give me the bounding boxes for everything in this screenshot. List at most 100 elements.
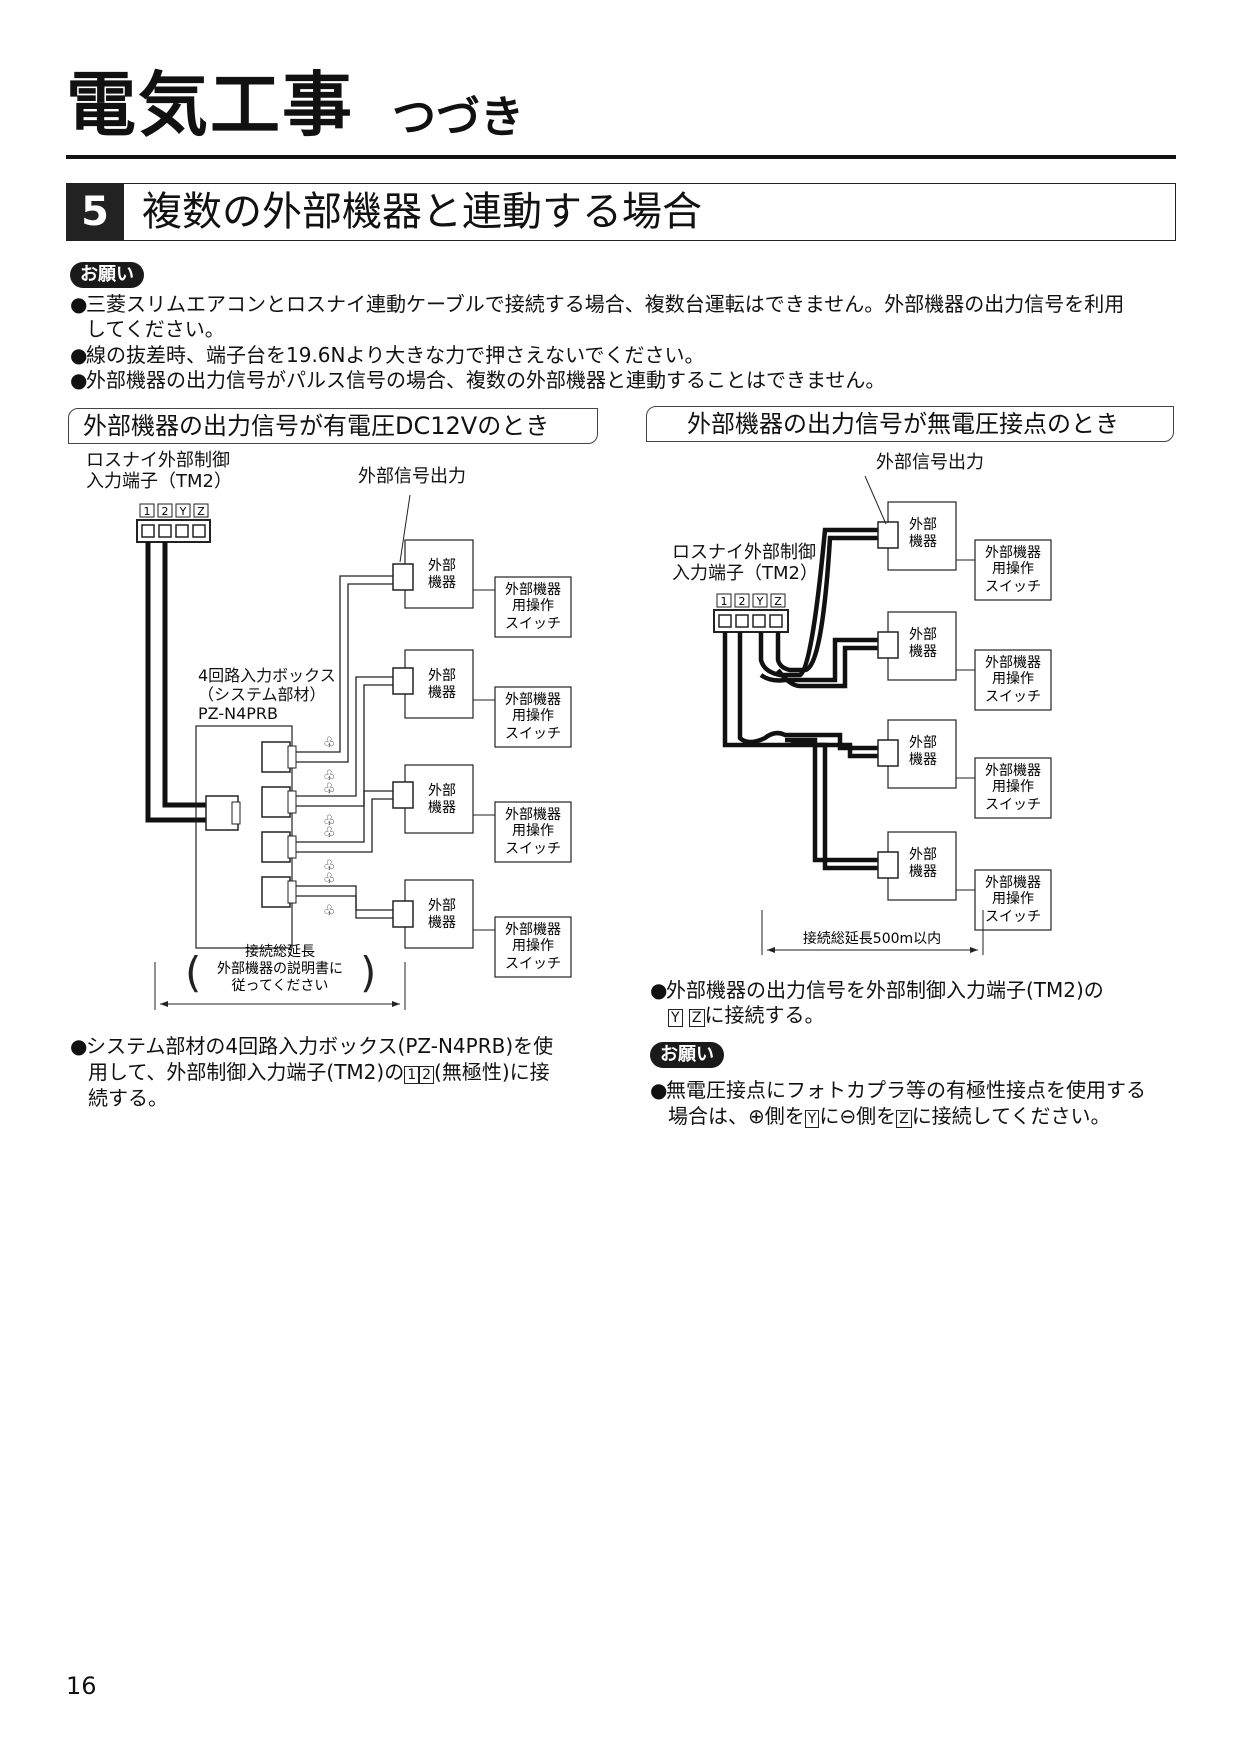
notice-item-continued: してください。 [86, 317, 225, 341]
svg-text:外部機器: 外部機器 [985, 763, 1041, 779]
svg-text:外部機器: 外部機器 [505, 807, 561, 823]
pin-1-box: 1 [404, 1066, 420, 1084]
svg-text:♧: ♧ [323, 781, 336, 797]
section-number: 5 [66, 183, 124, 241]
bullet-icon: ● [70, 292, 88, 316]
left-note: ●システム部材の4回路入力ボックス(PZ-N4PRB)を使 [70, 1034, 554, 1058]
svg-text:スイッチ: スイッチ [985, 797, 1041, 813]
svg-text:(: ( [185, 948, 201, 997]
length-label: 従ってください [232, 978, 329, 994]
length-label: 接続総延長 [245, 943, 315, 960]
left-terminal-label: ロスナイ外部制御 [86, 450, 230, 471]
pin-y-box: Y [668, 1009, 683, 1027]
pin-z-box: Z [688, 1009, 705, 1027]
svg-text:2: 2 [739, 595, 746, 608]
svg-text:外部: 外部 [428, 783, 456, 799]
left-wiring-diagram: 1 2 Y Z ♧ ♧ ♧ ♧ ♧ ♧ ♧ ♧ [136, 494, 572, 1010]
svg-text:1: 1 [721, 595, 728, 608]
svg-text:外部: 外部 [909, 847, 937, 863]
bullet-icon: ● [70, 343, 88, 367]
svg-text:機器: 機器 [909, 752, 937, 768]
left-switch-3: 外部機器 用操作 スイッチ [494, 801, 572, 863]
svg-text:): ) [360, 948, 376, 997]
input-box-label: （システム部材） [198, 685, 326, 704]
right-caution: ●無電圧接点にフォトカプラ等の有極性接点を使用する [650, 1078, 1146, 1102]
plus-symbol: ⊕ [748, 1104, 765, 1128]
notice-badge: お願い [70, 262, 144, 288]
left-terminal-block: 1 2 Y Z [136, 503, 211, 543]
svg-text:スイッチ: スイッチ [985, 689, 1041, 705]
svg-text:♧: ♧ [323, 858, 336, 874]
svg-text:外部機器: 外部機器 [985, 875, 1041, 891]
bullet-icon: ● [70, 1034, 88, 1058]
right-terminal-label: 入力端子（TM2） [672, 563, 818, 584]
section-title: 複数の外部機器と連動する場合 [142, 189, 702, 235]
terminal-pin-label: Y [179, 505, 187, 518]
left-switch-4: 外部機器 用操作 スイッチ [494, 916, 572, 978]
svg-text:スイッチ: スイッチ [985, 909, 1041, 925]
svg-text:用操作: 用操作 [512, 708, 554, 724]
svg-text:外部: 外部 [428, 668, 456, 684]
right-panel-heading: 外部機器の出力信号が無電圧接点のとき [646, 406, 1174, 442]
svg-text:機器: 機器 [909, 534, 937, 550]
right-device-4: 外部 機器 [877, 831, 957, 901]
svg-text:♧: ♧ [323, 903, 336, 919]
right-switch-1: 外部機器 用操作 スイッチ [974, 539, 1052, 601]
svg-text:スイッチ: スイッチ [985, 579, 1041, 595]
left-device-4: 外部 機器 [392, 879, 474, 949]
svg-text:外部: 外部 [909, 627, 937, 643]
right-switch-2: 外部機器 用操作 スイッチ [974, 649, 1052, 711]
svg-text:♧: ♧ [323, 735, 336, 751]
right-switch-3: 外部機器 用操作 スイッチ [974, 757, 1052, 819]
svg-text:外部: 外部 [428, 558, 456, 574]
wire-clamp-symbols: ♧ ♧ ♧ ♧ ♧ ♧ ♧ ♧ [323, 735, 336, 919]
svg-text:外部機器: 外部機器 [505, 922, 561, 938]
right-wiring-diagram: 1 2 Y Z 外部 機器 外部 機器 外部 機器 [713, 475, 1052, 955]
svg-text:外部: 外部 [428, 898, 456, 914]
right-switch-4: 外部機器 用操作 スイッチ [974, 869, 1052, 931]
bullet-icon: ● [70, 368, 88, 392]
right-device-2: 外部 機器 [877, 611, 957, 681]
svg-text:用操作: 用操作 [992, 671, 1034, 687]
right-device-1: 外部 機器 [877, 501, 957, 571]
left-signal-output-label: 外部信号出力 [358, 466, 466, 487]
left-terminal-label: 入力端子（TM2） [86, 471, 232, 492]
svg-text:スイッチ: スイッチ [505, 726, 561, 742]
svg-text:スイッチ: スイッチ [505, 841, 561, 857]
page-subtitle: つづき [392, 92, 524, 143]
right-note: ●外部機器の出力信号を外部制御入力端子(TM2)の [650, 978, 1104, 1002]
svg-text:機器: 機器 [428, 915, 456, 931]
input-box-label: 4回路入力ボックス [198, 666, 336, 685]
right-notice-badge: お願い [650, 1042, 724, 1068]
pin-z-box: Z [896, 1110, 912, 1128]
terminal-pin-label: Z [197, 505, 205, 518]
page-title: 電気工事 [66, 64, 354, 146]
svg-text:スイッチ: スイッチ [505, 616, 561, 632]
left-note-continued: 続する。 [88, 1086, 168, 1110]
svg-text:♧: ♧ [323, 813, 336, 829]
svg-text:スイッチ: スイッチ [505, 956, 561, 972]
svg-text:外部機器: 外部機器 [985, 545, 1041, 561]
svg-text:機器: 機器 [428, 685, 456, 701]
terminal-pin-label: 1 [144, 505, 151, 518]
svg-text:外部: 外部 [909, 517, 937, 533]
svg-text:Z: Z [774, 595, 782, 608]
bullet-icon: ● [650, 1078, 668, 1102]
svg-text:外部機器: 外部機器 [505, 692, 561, 708]
minus-symbol: ⊖ [839, 1104, 857, 1128]
svg-text:用操作: 用操作 [992, 779, 1034, 795]
svg-text:機器: 機器 [909, 864, 937, 880]
svg-text:用操作: 用操作 [992, 561, 1034, 577]
svg-text:機器: 機器 [428, 575, 456, 591]
left-device-3: 外部 機器 [392, 764, 474, 834]
left-panel-heading: 外部機器の出力信号が有電圧DC12Vのとき [68, 408, 598, 444]
terminal-pin-label: 2 [162, 505, 169, 518]
svg-text:機器: 機器 [428, 800, 456, 816]
bullet-icon: ● [650, 978, 668, 1002]
right-device-3: 外部 機器 [877, 719, 957, 789]
svg-text:♧: ♧ [323, 825, 336, 841]
input-box-model: PZ-N4PRB [198, 704, 278, 723]
